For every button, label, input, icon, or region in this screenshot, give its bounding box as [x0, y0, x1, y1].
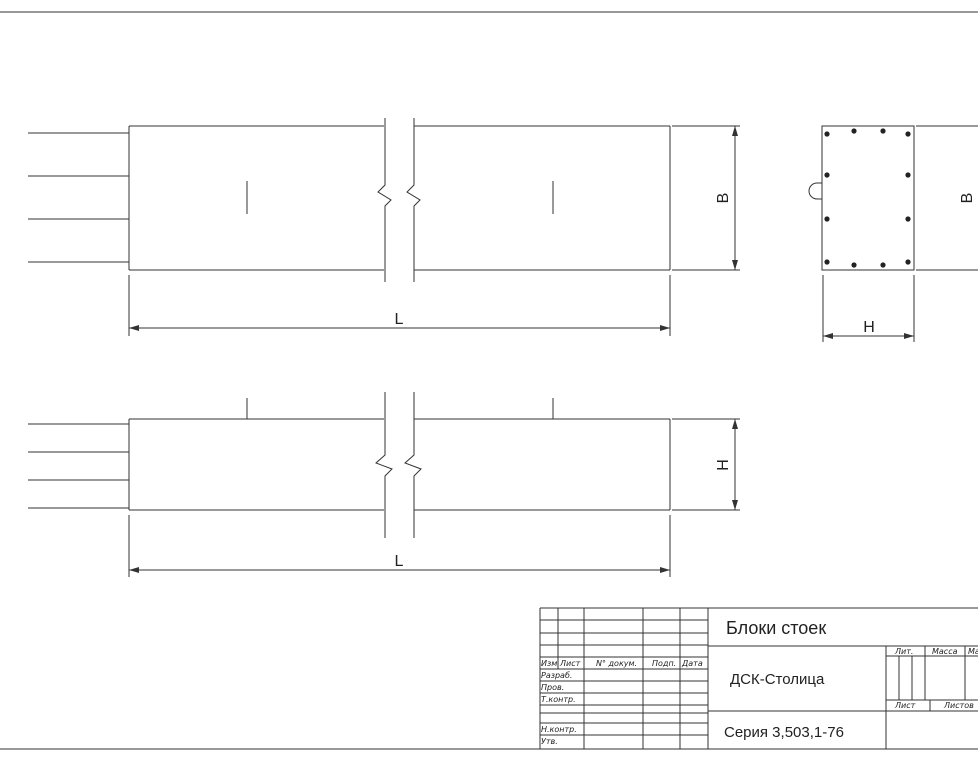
section-height-label: H — [863, 319, 875, 336]
svg-text:Н.контр.: Н.контр. — [541, 725, 577, 734]
svg-text:Изм: Изм — [541, 659, 557, 668]
title-block-row-labels: Разраб. Пров. Т.контр. Н.контр. Утв. — [541, 671, 577, 746]
scale-label: Ма — [968, 647, 978, 656]
svg-text:Дата: Дата — [681, 659, 703, 668]
cross-section-view — [808, 125, 978, 342]
organization-name: ДСК-Столица — [730, 671, 825, 688]
svg-text:N° докум.: N° докум. — [596, 659, 637, 668]
title-block-grid — [539, 607, 978, 749]
sheets-label: Листов — [943, 701, 974, 710]
drawing-title: Блоки стоек — [726, 618, 826, 638]
front-length-label: L — [395, 311, 404, 328]
svg-text:Т.контр.: Т.контр. — [541, 695, 576, 704]
section-width-label: B — [959, 193, 976, 204]
svg-text:Пров.: Пров. — [541, 683, 564, 692]
rebar-points — [824, 128, 911, 268]
svg-text:Утв.: Утв. — [541, 737, 558, 746]
front-width-label: B — [715, 193, 732, 204]
bottom-length-label: L — [395, 553, 404, 570]
bottom-height-label: H — [715, 459, 732, 471]
title-block-header-labels: Изм Лист N° докум. Подп. Дата — [541, 659, 703, 668]
sheet-label: Лист — [894, 701, 916, 710]
svg-text:Подп.: Подп. — [652, 659, 676, 668]
svg-text:Лист: Лист — [559, 659, 581, 668]
side-view — [28, 392, 740, 577]
mass-label: Масса — [932, 647, 958, 656]
lit-label: Лит. — [894, 647, 913, 656]
front-view — [28, 118, 740, 336]
svg-text:Разраб.: Разраб. — [541, 671, 572, 680]
series-label: Серия 3,503,1-76 — [724, 724, 844, 741]
